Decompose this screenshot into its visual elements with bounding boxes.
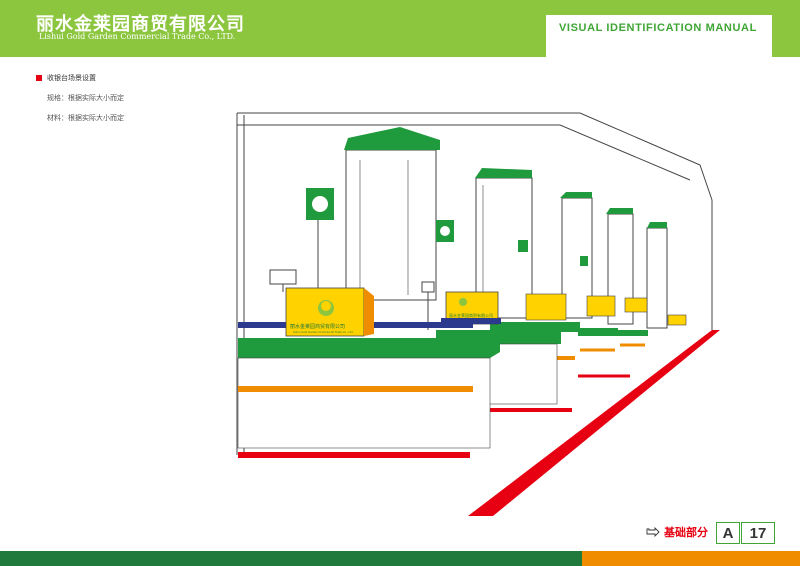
section-code: A bbox=[716, 522, 740, 544]
checkout-counter-1: 丽水金莱园商贸有限公司 Lishui Gold Garden Commercia… bbox=[237, 269, 500, 449]
counter-sign-1: 丽水金莱园商贸有限公司 bbox=[290, 323, 345, 330]
notes-title: 收银台场景设置 bbox=[47, 74, 96, 82]
column-5 bbox=[606, 208, 648, 347]
column-4 bbox=[560, 192, 618, 352]
footer-bar-green bbox=[0, 551, 582, 566]
red-square-bullet-icon bbox=[36, 75, 42, 81]
notes-title-row: 收银台场景设置 bbox=[36, 73, 124, 83]
counter-sign-2: 丽水金莱园商贸有限公司 bbox=[449, 312, 493, 318]
section-label-text: 基础部分 bbox=[664, 526, 708, 539]
header-bar: 丽水金莱园商贸有限公司 Lishui Gold Garden Commercia… bbox=[0, 0, 800, 57]
column-6 bbox=[646, 222, 687, 329]
page-number: 17 bbox=[741, 522, 775, 544]
room-outline bbox=[236, 112, 713, 455]
manual-title: VISUAL IDENTIFICATION MANUAL bbox=[559, 22, 757, 34]
column-main bbox=[344, 127, 454, 301]
header-title-tab bbox=[546, 15, 772, 57]
floor-red-stripe bbox=[468, 330, 720, 516]
brand-name-cn: 丽水金莱园商贸有限公司 bbox=[36, 14, 245, 35]
notes-material: 材料：根据实际大小而定 bbox=[47, 114, 124, 122]
footer-bar-orange bbox=[582, 551, 800, 566]
section-label: 基础部分 bbox=[646, 522, 708, 542]
logo-sign-post bbox=[306, 188, 334, 290]
brand-name-en: Lishui Gold Garden Commercial Trade Co.,… bbox=[39, 32, 236, 41]
counter-sign-1-en: Lishui Gold Garden Commercial Trade Co.,… bbox=[293, 330, 354, 334]
notes-spec: 规格：根据实际大小而定 bbox=[47, 94, 124, 102]
arrow-right-icon bbox=[646, 527, 660, 537]
circle-logo-icon bbox=[312, 196, 328, 212]
scene-notes: 收银台场景设置 规格：根据实际大小而定 材料：根据实际大小而定 bbox=[36, 73, 124, 123]
